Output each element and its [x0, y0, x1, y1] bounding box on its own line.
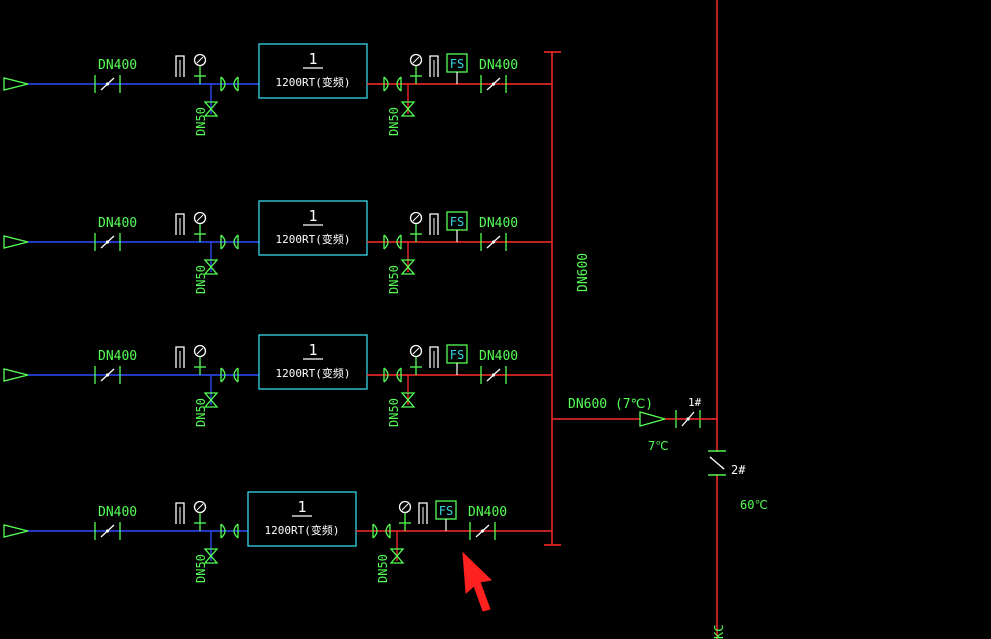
inlet-arrow-icon [3, 235, 29, 249]
drain-pipe-label-left: DN50 [194, 107, 208, 136]
main-outlet-pipe-label: DN600 (7℃) [568, 397, 653, 412]
inlet-valve-icon [94, 75, 121, 93]
inlet-pipe-label: DN400 [98, 505, 137, 520]
inlet-arrow-icon [3, 524, 29, 538]
outlet-valve-icon [480, 233, 507, 251]
flexible-joint-icon [383, 234, 402, 250]
flexible-joint-icon [220, 234, 239, 250]
inlet-valve-icon [94, 366, 121, 384]
drain-pipe-label-right: DN50 [387, 265, 401, 294]
inlet-pipe-label: DN400 [98, 58, 137, 73]
flow-arrow-icon [639, 411, 668, 427]
chiller-unit: 1 1200RT(变频) [258, 200, 368, 256]
chiller-capacity: 1200RT(变频) [265, 523, 340, 537]
header-pipe-label: DN600 [576, 253, 591, 292]
inlet-valve-icon [94, 522, 121, 540]
pressure-gauge-icon [398, 500, 412, 531]
drain-valve-icon [400, 392, 416, 408]
thermometer-icon [175, 346, 185, 368]
flexible-joint-icon [372, 523, 391, 539]
outlet-pipe-label: DN400 [479, 58, 518, 73]
pressure-gauge-icon [409, 211, 423, 242]
drain-pipe-label-right: DN50 [376, 554, 390, 583]
thermometer-icon [429, 213, 439, 235]
pressure-gauge-icon [193, 500, 207, 531]
thermometer-icon [429, 55, 439, 77]
outlet-pipe-label: DN400 [479, 349, 518, 364]
discharge-header: DN600 [544, 51, 591, 546]
thermometer-icon [418, 502, 428, 524]
riser-label: KC [712, 625, 726, 639]
chiller-capacity: 1200RT(变频) [276, 232, 351, 246]
pressure-gauge-icon [409, 344, 423, 375]
drain-valve-icon [203, 548, 219, 564]
inlet-arrow-icon [3, 368, 29, 382]
drain-pipe-label-right: DN50 [387, 398, 401, 427]
outlet-pipe-label: DN400 [468, 505, 507, 520]
thermometer-icon [429, 346, 439, 368]
chiller-capacity: 1200RT(变频) [276, 75, 351, 89]
flexible-joint-icon [383, 367, 402, 383]
chiller-unit: 1 1200RT(变频) [258, 43, 368, 99]
inlet-valve-icon [94, 233, 121, 251]
pressure-gauge-icon [193, 211, 207, 242]
pressure-gauge-icon [193, 53, 207, 84]
outlet-valve-icon [480, 366, 507, 384]
pressure-gauge-icon [193, 344, 207, 375]
flexible-joint-icon [220, 367, 239, 383]
drain-pipe-label-left: DN50 [194, 554, 208, 583]
thermometer-icon [175, 213, 185, 235]
flow-switch: FS [446, 53, 468, 84]
outlet-valve-icon [469, 522, 496, 540]
drain-valve-icon [400, 259, 416, 275]
valve-2-label: 2# [731, 463, 746, 477]
inlet-pipe-label: DN400 [98, 349, 137, 364]
drain-valve-icon [203, 259, 219, 275]
drain-valve-icon [389, 548, 405, 564]
outlet-valve-icon [480, 75, 507, 93]
flexible-joint-icon [220, 76, 239, 92]
valve-1-icon [675, 410, 701, 428]
flow-switch-label: FS [439, 504, 453, 518]
inlet-pipe-label: DN400 [98, 216, 137, 231]
chiller-capacity: 1200RT(变频) [276, 366, 351, 380]
chiller-number: 1 [308, 50, 317, 68]
pressure-gauge-icon [409, 53, 423, 84]
chiller-unit: 1 1200RT(变频) [247, 491, 357, 547]
cursor-arrow-icon [462, 551, 493, 612]
flexible-joint-icon [383, 76, 402, 92]
flow-switch: FS [435, 500, 457, 531]
inlet-arrow-icon [3, 77, 29, 91]
flow-switch-label: FS [450, 348, 464, 362]
flow-switch: FS [446, 344, 468, 375]
drain-pipe-label-left: DN50 [194, 265, 208, 294]
valve-1-label: 1# [688, 396, 702, 409]
main-outlet: DN600 (7℃) 7℃ 1# 2# 60℃ KC [552, 0, 768, 639]
drain-valve-icon [203, 392, 219, 408]
chiller-number: 1 [297, 498, 306, 516]
thermometer-icon [175, 55, 185, 77]
flexible-joint-icon [220, 523, 239, 539]
flow-switch-label: FS [450, 57, 464, 71]
outlet-pipe-label: DN400 [479, 216, 518, 231]
outlet-temp-label: 7℃ [648, 439, 669, 453]
flow-switch-label: FS [450, 215, 464, 229]
riser-temp-label: 60℃ [740, 498, 768, 512]
drain-pipe-label-right: DN50 [387, 107, 401, 136]
chiller-unit: 1 1200RT(变频) [258, 334, 368, 390]
drain-pipe-label-left: DN50 [194, 398, 208, 427]
chiller-number: 1 [308, 207, 317, 225]
flow-switch: FS [446, 211, 468, 242]
chiller-number: 1 [308, 341, 317, 359]
drain-valve-icon [203, 101, 219, 117]
drain-valve-icon [400, 101, 416, 117]
thermometer-icon [175, 502, 185, 524]
